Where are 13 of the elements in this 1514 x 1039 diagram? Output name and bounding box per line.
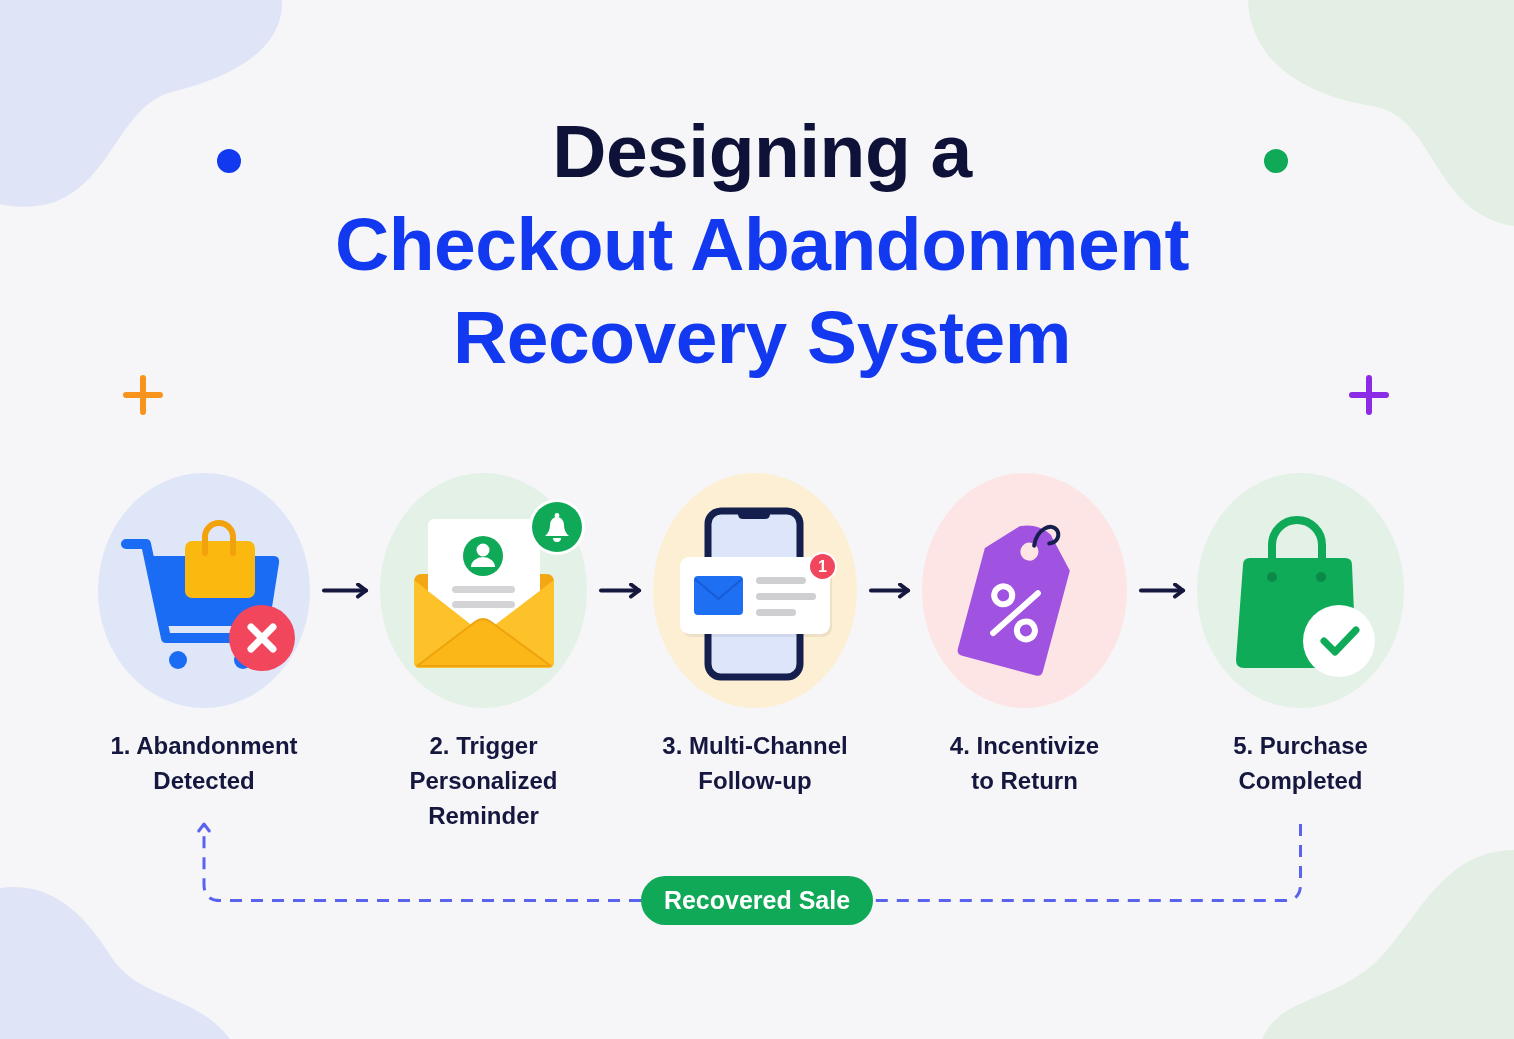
arrow (322, 582, 368, 599)
arrow (599, 582, 641, 599)
title: Designing a Checkout Abandonment Recovery System (334, 108, 1190, 381)
arrow (1139, 582, 1185, 599)
dashed-arrow (197, 822, 641, 902)
step-label: 2. Trigger Personalized Reminder (408, 731, 559, 831)
step-label: 1. Abandonment Detected (109, 731, 299, 796)
dashed-connector-line (873, 824, 1302, 902)
outcome-pill: Recovered Sale (641, 876, 873, 925)
step-label: 3. Multi-Channel Follow-up (661, 731, 849, 796)
step-label: 4. Incentivize to Return (948, 731, 1101, 796)
step-label: 5. Purchase Completed (1232, 731, 1369, 796)
arrow (869, 582, 910, 599)
